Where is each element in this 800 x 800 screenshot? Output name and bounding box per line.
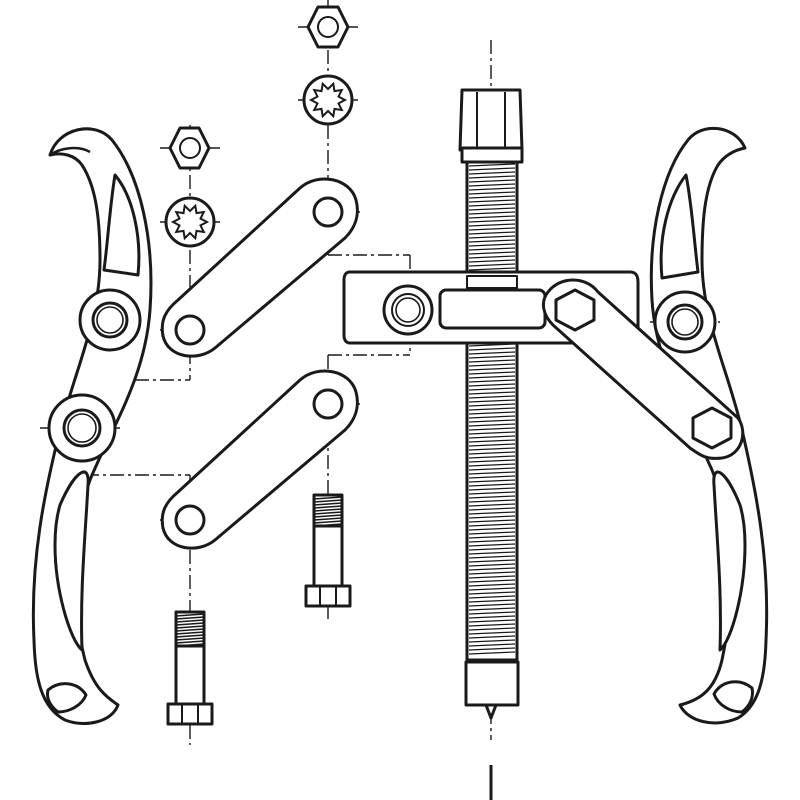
hex-nut-small-left bbox=[168, 126, 211, 170]
screw-threads bbox=[468, 163, 516, 655]
link-plate-upper bbox=[160, 177, 359, 358]
link-plate-right bbox=[541, 278, 745, 460]
link-plate-lower bbox=[160, 369, 359, 550]
shoulder-bolt-center bbox=[304, 493, 352, 608]
hex-nut-small-top bbox=[306, 5, 350, 49]
left-jaw bbox=[31, 127, 153, 725]
serrated-washer-left bbox=[164, 196, 216, 248]
serrated-washer-top bbox=[302, 74, 354, 126]
assembly-centerlines bbox=[40, 0, 720, 800]
forcing-screw bbox=[458, 88, 524, 720]
shoulder-bolt-left bbox=[166, 610, 214, 726]
